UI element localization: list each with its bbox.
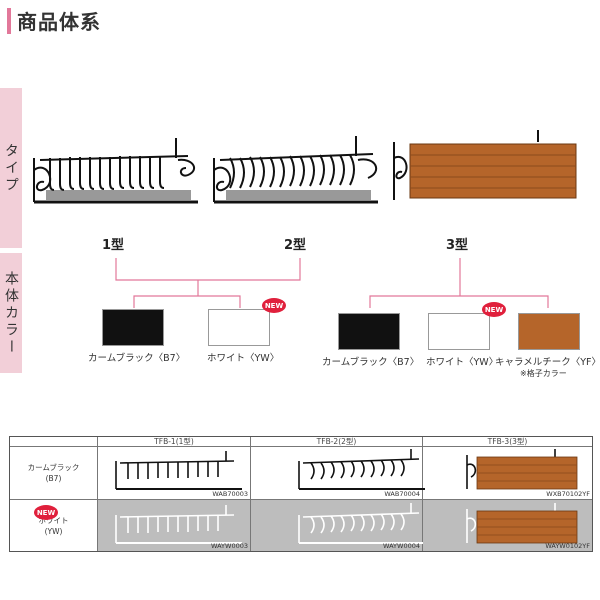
- type2-rack-image: [213, 136, 378, 204]
- type3-label: 3型: [446, 238, 469, 253]
- table-black-tfb3-code: WXB70102YF: [546, 490, 590, 498]
- table-white-tfb2-image: [298, 503, 425, 544]
- title-accent-bar: [7, 8, 11, 34]
- type1-rack-image: [33, 138, 198, 204]
- swatch-12-white: [208, 309, 270, 346]
- table-cell-white-tfb2: WAYW0004: [251, 500, 425, 551]
- table-row-white-code: (YW): [44, 526, 63, 536]
- product-table: TFB-1(1型) TFB-2(2型) TFB-3(3型) カームブラック (B…: [9, 436, 593, 552]
- side-tab-type: タイプ: [0, 88, 22, 248]
- swatch-12-calm-black-label: カームブラック〈B7〉: [88, 353, 186, 364]
- table-row-white-head: ホワイト (YW): [10, 500, 98, 551]
- table-cell-black-tfb2: WAB70004: [251, 447, 425, 500]
- table-header-tfb3: TFB-3(3型): [423, 437, 592, 447]
- type1-bars: [49, 156, 165, 191]
- lattice-color-note: ※格子カラー: [520, 369, 567, 378]
- table-cell-black-tfb1: WAB70003: [98, 447, 251, 500]
- swatch-3-caramel-teak-label: キャラメルチーク〈YF〉: [495, 357, 600, 368]
- table-row-white-name: ホワイト: [38, 515, 69, 525]
- swatch-3-calm-black: [338, 313, 400, 350]
- type2-bars: [229, 154, 355, 189]
- swatch-3-caramel-teak: [518, 313, 580, 350]
- swatch-3-white: [428, 313, 490, 350]
- table-cell-white-tfb1: WAYW0003: [98, 500, 251, 551]
- new-badge-table-white: NEW: [34, 505, 58, 520]
- swatch-3-white-label: ホワイト〈YW〉: [426, 357, 499, 368]
- table-black-tfb1-image: [115, 451, 242, 490]
- table-white-tfb1-image: [115, 505, 242, 544]
- swatch-12-white-label: ホワイト〈YW〉: [207, 353, 280, 364]
- new-badge-3-white: NEW: [482, 302, 506, 317]
- table-black-tfb2-image: [298, 449, 425, 490]
- table-corner: [10, 437, 98, 447]
- side-tab-body-color: 本体カラー: [0, 253, 22, 373]
- table-black-tfb2-code: WAB70004: [384, 490, 420, 498]
- type3-wood-panel-image: [393, 130, 577, 200]
- table-header-tfb2: TFB-2(2型): [251, 437, 423, 447]
- table-white-tfb3-image: [466, 503, 578, 544]
- table-white-tfb3-code: WAYW0102YF: [545, 542, 590, 550]
- type1-label: 1型: [102, 238, 125, 253]
- table-white-tfb1-code: WAYW0003: [211, 542, 248, 550]
- table-white-tfb2-code: WAYW0004: [383, 542, 420, 550]
- table-black-tfb3-image: [466, 449, 578, 490]
- table-cell-white-tfb3: WAYW0102YF: [423, 500, 592, 551]
- page-title: 商品体系: [17, 10, 101, 34]
- connector-lines: [115, 258, 549, 308]
- table-header-tfb1: TFB-1(1型): [98, 437, 251, 447]
- table-black-tfb1-code: WAB70003: [212, 490, 248, 498]
- table-row-black-code: (B7): [45, 474, 62, 483]
- swatch-3-calm-black-label: カームブラック〈B7〉: [322, 357, 420, 368]
- table-row-black-name: カームブラック: [27, 463, 80, 472]
- table-cell-black-tfb3: WXB70102YF: [423, 447, 592, 500]
- new-badge-12-white: NEW: [262, 298, 286, 313]
- table-row-black-head: カームブラック (B7): [10, 447, 98, 500]
- swatch-12-calm-black: [102, 309, 164, 346]
- type2-label: 2型: [284, 238, 307, 253]
